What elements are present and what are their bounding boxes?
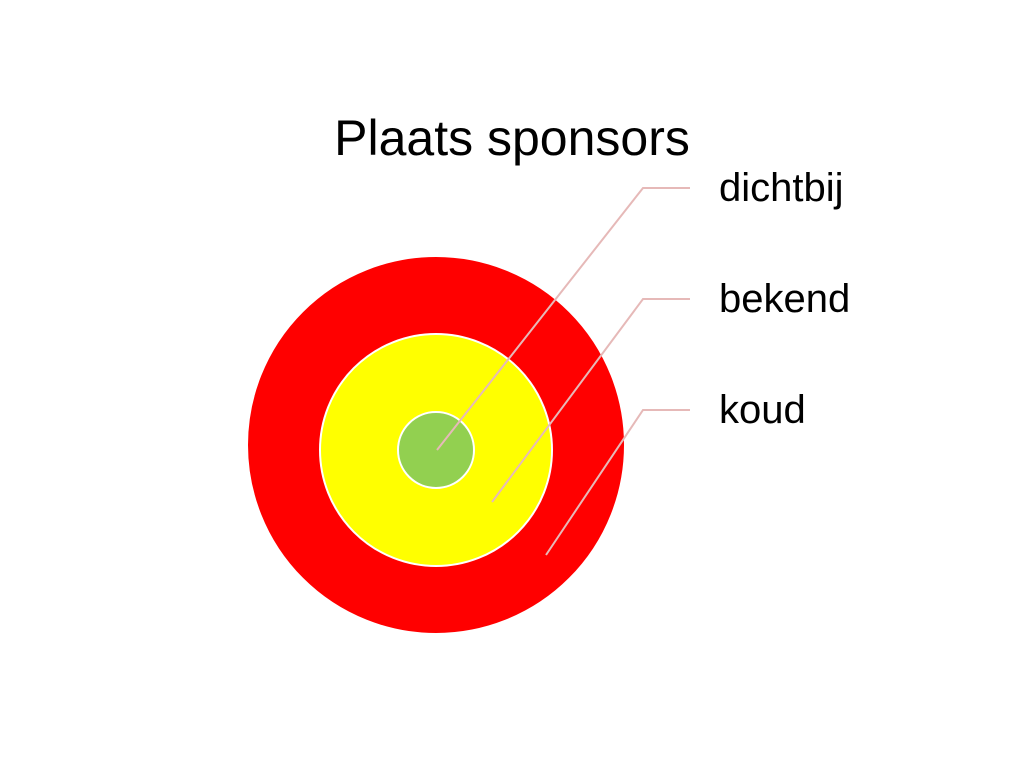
slide-title: Plaats sponsors bbox=[334, 110, 690, 166]
callout-line-dichtbij bbox=[436, 187, 690, 451]
callout-line-bekend bbox=[491, 298, 690, 503]
callout-line-koud bbox=[545, 409, 690, 556]
label-bekend: bekend bbox=[719, 277, 851, 321]
label-koud: koud bbox=[719, 388, 806, 432]
ring-dichtbij bbox=[397, 411, 475, 489]
label-dichtbij: dichtbij bbox=[719, 166, 844, 210]
